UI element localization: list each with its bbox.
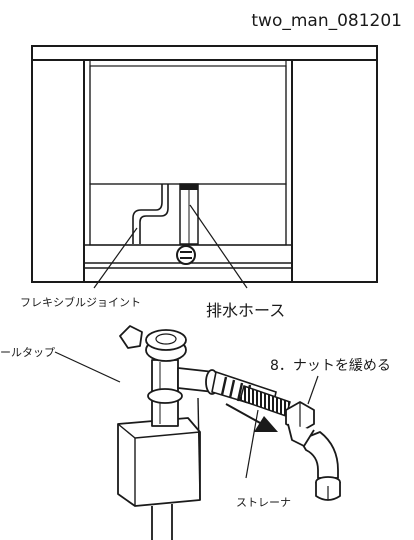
flexible-joint-label: フレキシブルジョイント: [20, 295, 141, 309]
tank-outer-frame: [31, 45, 378, 283]
ball-tap-leader: [54, 351, 121, 383]
elbow-nut-fitting: [285, 401, 341, 501]
drain-hose-leader: [189, 204, 248, 289]
tank-illustration: [31, 45, 378, 283]
flexible-joint-leader: [93, 227, 138, 289]
drain-hose: [179, 183, 199, 245]
flexible-joint-pipe: [132, 184, 169, 244]
float-box: [117, 417, 201, 507]
drain-hose-label: 排水ホース: [206, 301, 285, 320]
document-id: two_man_081201: [251, 11, 402, 31]
removal-arrow-icon: [225, 403, 278, 432]
drain-knob-icon: [176, 245, 196, 265]
ball-tap-assembly: [117, 325, 219, 540]
tank-inner-cabinet: [89, 65, 287, 185]
step-8-label: 8．ナットを緩める: [270, 358, 391, 374]
strainer-label: ストレーナ: [236, 496, 291, 509]
step-8-leader: [307, 375, 319, 405]
ball-tap-label: ールタップ: [0, 346, 55, 359]
